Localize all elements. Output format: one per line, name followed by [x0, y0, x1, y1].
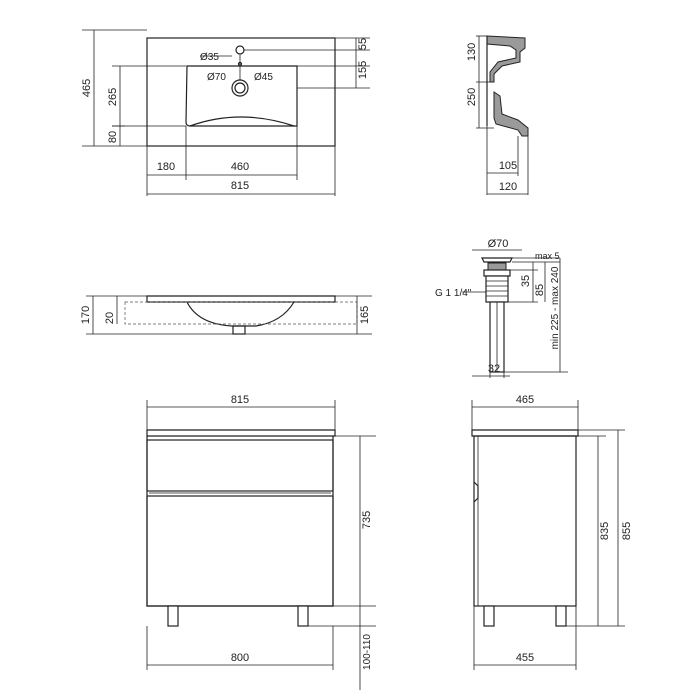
label-hole-d: Ø35: [200, 52, 219, 63]
dim-250: 250: [466, 88, 478, 106]
cabinet-dim-735: 735: [361, 511, 373, 529]
dim-165: 165: [359, 306, 371, 324]
drain-fitting: Ø70 max 5 35 85 min 225 - max 240 G 1 1/…: [435, 238, 568, 378]
dim-35: 35: [520, 275, 532, 287]
dim-32: 32: [488, 363, 500, 375]
dim-265: 265: [107, 88, 119, 106]
section-upper: [486, 35, 526, 83]
dim-120: 120: [499, 181, 517, 193]
drain-thread-label: G 1 1/4": [435, 288, 472, 299]
basin-bowl: [185, 65, 298, 127]
leg-right: [297, 605, 309, 627]
dim-20: 20: [104, 312, 116, 324]
side-dim-455: 455: [516, 652, 534, 664]
label-drain-d: Ø70: [207, 72, 226, 83]
side-handle: [473, 481, 479, 503]
dim-815-top: 815: [231, 180, 249, 192]
cabinet-dim-800: 800: [231, 652, 249, 664]
bowl-curve: [189, 116, 295, 127]
cabinet-legs: 100-110: [362, 634, 373, 670]
tap-hole: [235, 45, 245, 55]
cabinet-front-view: 815 735 100-110 800: [146, 394, 376, 690]
dim-55: 55: [357, 38, 369, 50]
drain-cap: [481, 257, 513, 263]
dim-85: 85: [534, 284, 546, 296]
label-max5: max 5: [535, 251, 560, 261]
side-dim-465: 465: [516, 394, 534, 406]
drain-neck: [487, 262, 507, 271]
basin-top-view: 465 265 80 55 155 Ø35 Ø70 Ø45 180 460 81…: [81, 29, 370, 196]
side-leg-front: [483, 605, 495, 627]
drain-range: min 225 - max 240: [550, 266, 561, 349]
dim-170: 170: [80, 306, 92, 324]
drain-thread: [485, 275, 509, 303]
drain-inner: [234, 82, 246, 94]
side-leg-back: [555, 605, 567, 627]
cabinet-top: [146, 429, 336, 437]
dim-155: 155: [357, 61, 369, 79]
basin-outline: [146, 37, 336, 147]
dim-130: 130: [466, 43, 478, 61]
cabinet-side-view: 465 835 855 455: [471, 394, 633, 670]
label-drain-inner-d: Ø45: [254, 72, 273, 83]
side-dim-835: 835: [599, 522, 611, 540]
basin-bowl-front: [186, 301, 295, 327]
cabinet-dim-815: 815: [231, 394, 249, 406]
dim-465: 465: [81, 79, 93, 97]
drain-d: Ø70: [488, 238, 509, 250]
drawer-bottom: [146, 495, 334, 607]
cabinet-body: [146, 436, 334, 607]
basin-front-view: 170 20 165: [80, 295, 372, 335]
dim-460: 460: [231, 161, 249, 173]
dim-80: 80: [107, 131, 119, 143]
section-lower: [493, 91, 529, 137]
side-dim-855: 855: [621, 522, 633, 540]
side-body: [473, 435, 577, 607]
drain-stub: [232, 325, 246, 335]
basin-side-section: 130 250 105 120: [466, 35, 529, 195]
side-top: [471, 429, 579, 437]
basin-rim: [146, 295, 336, 303]
drawer-top: [146, 439, 334, 492]
leg-left: [167, 605, 179, 627]
dim-105: 105: [499, 160, 517, 172]
dim-180: 180: [157, 161, 175, 173]
